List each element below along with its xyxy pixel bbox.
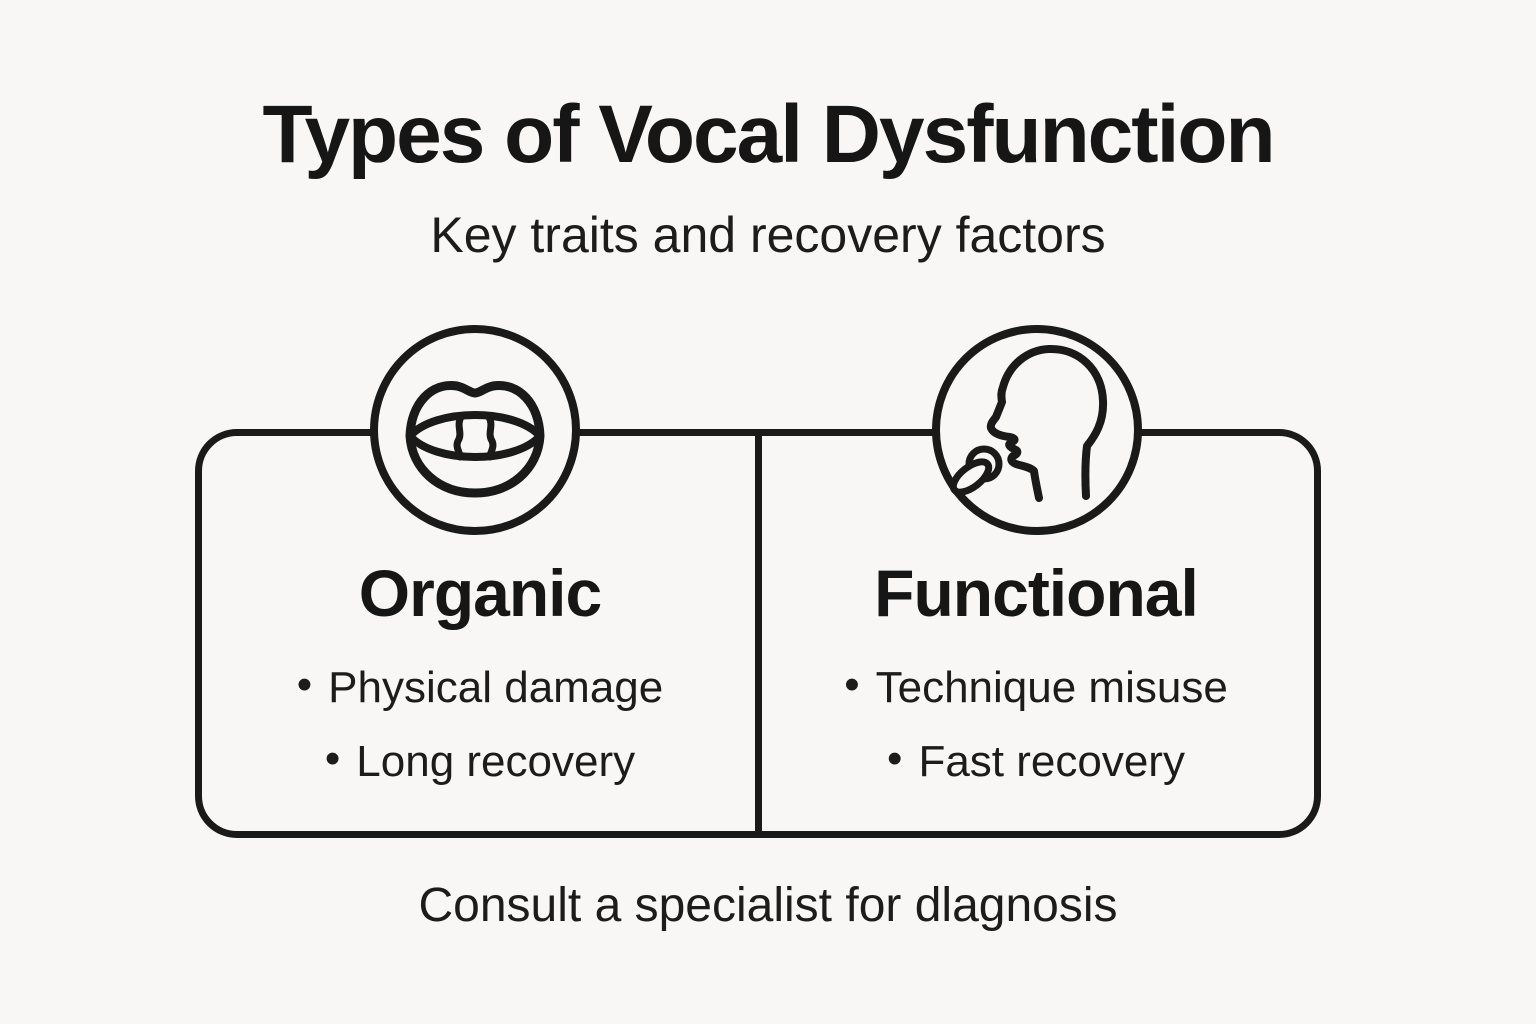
bullet-dot: • <box>296 660 313 709</box>
mouth-vocal-folds-icon <box>370 325 580 535</box>
panel-divider <box>754 436 762 831</box>
bullet-dot: • <box>324 734 341 783</box>
bullet-item: • Long recovery <box>202 725 758 799</box>
card-functional-bullets: • Technique misuse • Fast recovery <box>758 651 1314 799</box>
card-organic-bullets: • Physical damage • Long recovery <box>202 651 758 799</box>
card-organic-title: Organic <box>358 556 602 630</box>
bullet-dot: • <box>844 660 860 709</box>
card-functional-title: Functional <box>874 556 1199 630</box>
bullet-text: Long recovery <box>356 737 636 786</box>
card-functional: Functional • Technique misuse • Fast recov… <box>758 436 1314 831</box>
card-organic: Organic • Physical damage • Long recovery <box>202 436 758 831</box>
page-subtitle: Key traits and recovery factors <box>430 207 1106 263</box>
bullet-item: • Physical damage <box>202 651 758 725</box>
bullet-item: • Technique misuse <box>758 651 1314 725</box>
bullet-item: • Fast recovery <box>758 725 1314 799</box>
comparison-panel: Organic •Physical damage •Long recovery … <box>195 429 1321 838</box>
bullet-text: Technique misuse <box>875 663 1228 712</box>
head-profile-microphone-icon <box>932 325 1142 535</box>
footer-note: Consult a specialist for dlagnosis <box>418 879 1118 932</box>
page-title: Types of Vocal Dysfunction <box>262 89 1275 180</box>
bullet-text: Physical damage <box>328 663 664 712</box>
bullet-dot: • <box>887 734 903 783</box>
bullet-text: Fast recovery <box>918 737 1185 786</box>
